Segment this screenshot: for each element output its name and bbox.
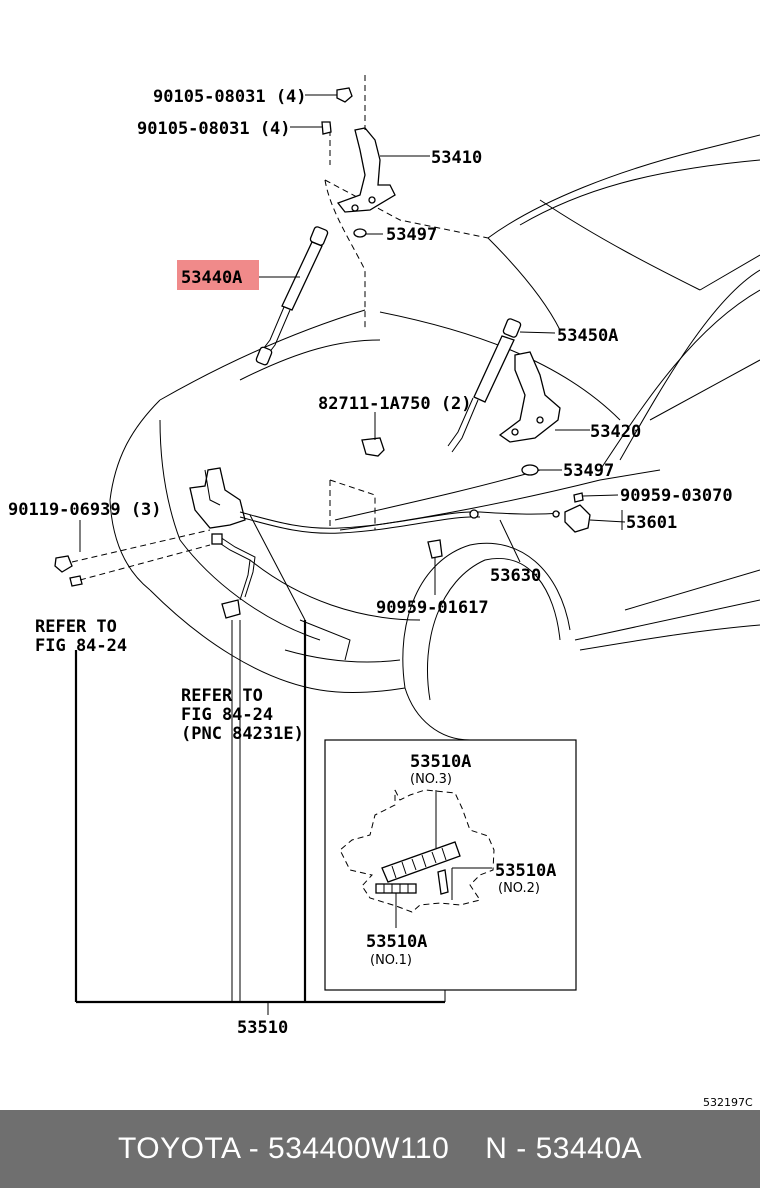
label-53510a-no3[interactable]: 53510A — [410, 752, 471, 772]
washer-53497-upper — [353, 228, 367, 238]
hinge-53420 — [498, 351, 561, 443]
clip-82711 — [361, 437, 385, 457]
hinge-53410 — [329, 75, 396, 213]
refer-note-2-line1[interactable]: REFER TO — [181, 686, 263, 706]
spring-no2 — [437, 869, 449, 895]
part-labels: 90105-08031 (4) 90105-08031 (4) 53410 53… — [8, 87, 753, 1109]
label-53497-lower[interactable]: 53497 — [563, 461, 614, 481]
label-no3: (NO.3) — [410, 772, 452, 787]
bolt-90105-b — [321, 121, 332, 135]
refer-note-1-line2[interactable]: FIG 84-24 — [35, 636, 127, 656]
washer-53497-lower — [521, 464, 539, 476]
bolt-90105-a — [336, 87, 353, 103]
footer-reference: N - 53440A — [485, 1132, 643, 1165]
cable-53630 — [239, 509, 561, 534]
highlight-53440a — [177, 260, 259, 290]
hood-support-53440a — [255, 226, 329, 366]
label-90959-01617[interactable]: 90959-01617 — [376, 598, 489, 618]
label-53601[interactable]: 53601 — [626, 513, 677, 533]
label-53410[interactable]: 53410 — [431, 148, 482, 168]
footer-part-number: TOYOTA - 534400W110 — [117, 1132, 450, 1165]
label-53510a-no2[interactable]: 53510A — [495, 861, 556, 881]
refer-note-1-line1[interactable]: REFER TO — [35, 617, 117, 637]
lever-53601 — [564, 492, 591, 533]
part-number-footer: TOYOTA - 534400W110 N - 53440A — [0, 1110, 760, 1188]
label-90959-03070[interactable]: 90959-03070 — [620, 486, 733, 506]
label-no1: (NO.1) — [370, 953, 412, 968]
label-90105-a[interactable]: 90105-08031 (4) — [153, 87, 307, 107]
label-53450a[interactable]: 53450A — [557, 326, 618, 346]
label-no2: (NO.2) — [498, 881, 540, 896]
leader-lines — [74, 94, 626, 1015]
label-53420[interactable]: 53420 — [590, 422, 641, 442]
refer-note-2-line3[interactable]: (PNC 84231E) — [181, 724, 304, 744]
car-body-outline — [109, 134, 760, 741]
label-53440a[interactable]: 53440A — [181, 268, 242, 288]
label-90119-06939[interactable]: 90119-06939 (3) — [8, 500, 162, 520]
label-53510[interactable]: 53510 — [237, 1018, 288, 1038]
wire-harness — [211, 533, 256, 619]
spring-no3 — [381, 841, 461, 883]
label-53497-upper[interactable]: 53497 — [386, 225, 437, 245]
illustration-id: 532197C — [703, 1096, 753, 1109]
label-82711-1a750[interactable]: 82711-1A750 (2) — [318, 394, 472, 414]
detail-inset — [324, 739, 577, 991]
refer-note-2-line2[interactable]: FIG 84-24 — [181, 705, 273, 725]
hood-lock-53510 — [189, 467, 246, 529]
parts-diagram: 90105-08031 (4) 90105-08031 (4) 53410 53… — [8, 75, 760, 1109]
label-53630[interactable]: 53630 — [490, 566, 541, 586]
label-53510a-no1[interactable]: 53510A — [366, 932, 427, 952]
hood-support-53450a — [447, 318, 522, 453]
spring-no1 — [375, 883, 417, 894]
clamp-90959-01617 — [427, 539, 443, 559]
bolt-90119 — [54, 529, 211, 587]
label-90105-b[interactable]: 90105-08031 (4) — [137, 119, 291, 139]
